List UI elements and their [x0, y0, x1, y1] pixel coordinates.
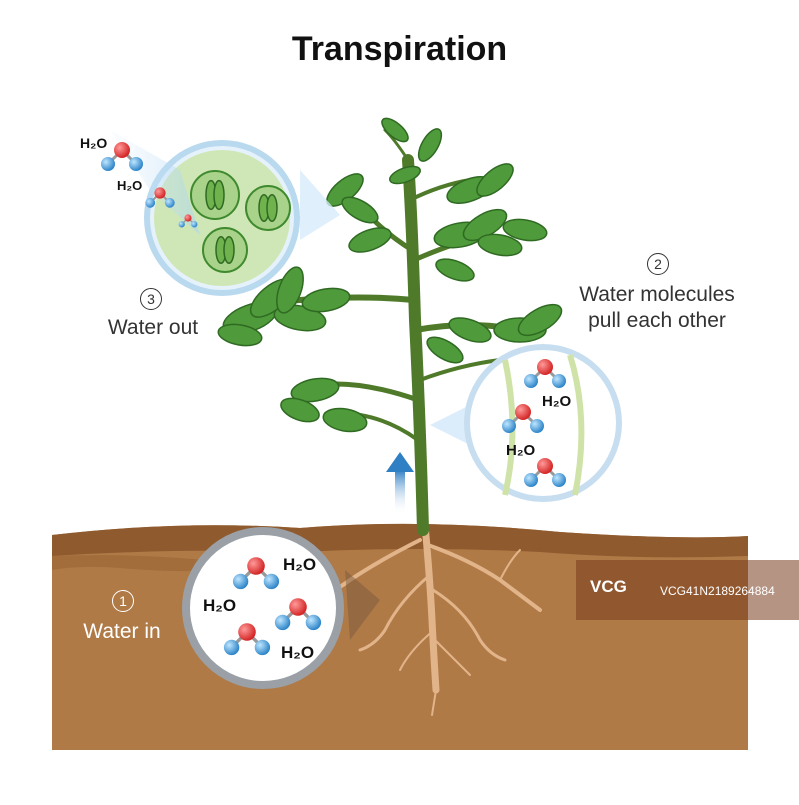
leaf — [276, 266, 304, 314]
leaf — [341, 196, 379, 224]
page-title: Transpiration — [291, 30, 508, 68]
h2o-label: H₂O — [203, 596, 237, 615]
watermark-id: VCG41N2189264884 — [660, 584, 775, 598]
oxygen-atom — [537, 359, 553, 375]
h2o-label: H₂O — [117, 178, 143, 193]
hydrogen-atom — [274, 614, 291, 631]
water-molecule — [223, 623, 271, 656]
guard-cell — [223, 236, 235, 264]
hydrogen-atom — [524, 473, 538, 487]
hydrogen-atom — [178, 221, 185, 228]
oxygen-atom — [238, 623, 256, 641]
water-molecule — [232, 557, 280, 590]
h2o-label: H₂O — [283, 555, 317, 574]
hydrogen-atom — [164, 197, 175, 208]
leaf — [381, 117, 409, 143]
step-2-label: Water molecules pull each other — [579, 283, 735, 332]
step-3-number: 3 — [140, 288, 162, 310]
watermark-logo: VCG — [590, 577, 627, 596]
h2o-label: H₂O — [542, 393, 572, 410]
leaf — [477, 233, 523, 257]
hydrogen-atom — [305, 614, 322, 631]
leaf — [301, 287, 351, 313]
water-molecule — [274, 598, 322, 631]
guard-cell — [266, 194, 278, 222]
oxygen-atom — [537, 458, 553, 474]
hydrogen-atom — [263, 573, 280, 590]
water-molecule — [502, 404, 544, 433]
stomata-cells — [190, 170, 291, 273]
leaf — [322, 407, 368, 433]
leaf — [476, 163, 514, 197]
hydrogen-atom — [530, 419, 544, 433]
oxygen-atom — [154, 187, 166, 199]
leaves — [217, 117, 563, 433]
oxygen-atom — [289, 598, 307, 616]
oxygen-atom — [515, 404, 531, 420]
leaf — [389, 165, 421, 185]
hydrogen-atom — [101, 157, 115, 171]
hydrogen-atom — [502, 419, 516, 433]
step-3-label: Water out — [107, 316, 199, 339]
water-molecule — [178, 214, 198, 228]
oxygen-atom — [247, 557, 265, 575]
water-molecule — [524, 359, 566, 388]
stomata-zoom — [110, 130, 340, 296]
hydrogen-atom — [223, 639, 240, 656]
water-molecule — [101, 142, 143, 171]
water-molecule — [524, 458, 566, 487]
oxygen-atom — [184, 214, 192, 222]
hydrogen-atom — [129, 157, 143, 171]
water-molecules — [101, 142, 566, 656]
hydrogen-atom — [524, 374, 538, 388]
oxygen-atom — [114, 142, 130, 158]
step-2-number: 2 — [647, 253, 669, 275]
h2o-label: H₂O — [281, 643, 315, 662]
hydrogen-atom — [254, 639, 271, 656]
leaf — [417, 128, 443, 162]
hydrogen-atom — [552, 374, 566, 388]
leaf — [517, 303, 563, 337]
leaf — [280, 397, 320, 423]
leaf — [448, 317, 492, 343]
leaf — [502, 218, 548, 242]
leaf — [217, 323, 263, 347]
h2o-label: H₂O — [80, 135, 108, 151]
hydrogen-atom — [232, 573, 249, 590]
water-up-arrow — [386, 452, 414, 515]
hydrogen-atom — [145, 197, 156, 208]
leaf — [290, 377, 340, 403]
leaf — [348, 227, 392, 253]
h2o-label: H₂O — [506, 442, 536, 459]
step-1-label: Water in — [83, 620, 161, 643]
step-1-number: 1 — [112, 590, 134, 612]
leaf — [435, 258, 475, 282]
hydrogen-atom — [191, 221, 198, 228]
guard-cell — [213, 179, 225, 211]
water-molecule — [145, 187, 175, 208]
watermark-box — [576, 560, 799, 620]
hydrogen-atom — [552, 473, 566, 487]
leaf — [426, 336, 464, 364]
